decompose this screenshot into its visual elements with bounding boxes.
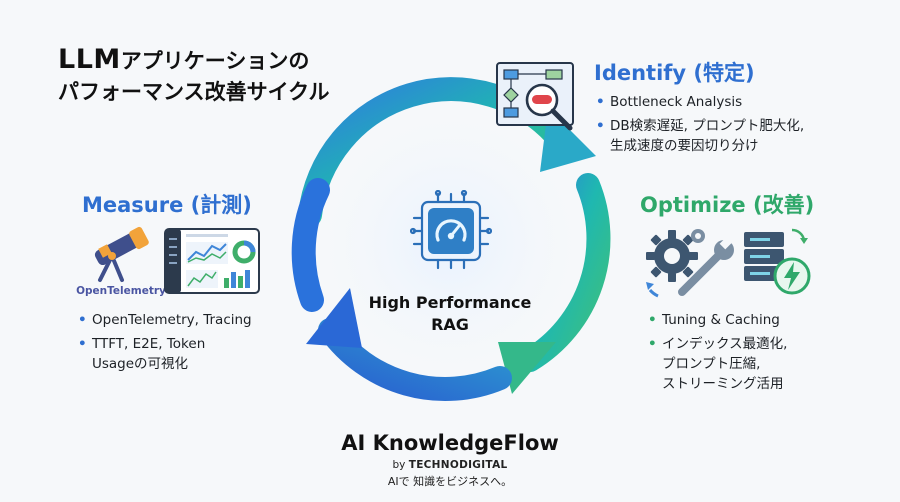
brand-tagline: AIで 知識をビジネスへ。 xyxy=(387,475,513,488)
brand-byline: by TECHNODIGITAL xyxy=(392,459,508,471)
chip-gauge-icon xyxy=(410,190,492,270)
measure-bullet: •TTFT, E2E, Token Usageの可視化 xyxy=(78,336,206,372)
measure-heading: Measure (計測) xyxy=(82,193,252,217)
center-label: High Performance RAG xyxy=(330,292,570,336)
identify-bullet: •DB検索遅延, プロンプト肥大化, 生成速度の要因切り分け xyxy=(596,118,805,154)
identify-bullets: •Bottleneck Analysis •DB検索遅延, プロンプト肥大化, … xyxy=(596,92,886,160)
measure-bullets: •OpenTelemetry, Tracing •TTFT, E2E, Toke… xyxy=(78,310,308,378)
opentelemetry-logo-text: OpenTelemetry xyxy=(76,285,166,297)
brand-company: TECHNODIGITAL xyxy=(408,459,508,471)
brand-footer: AI KnowledgeFlow by TECHNODIGITAL AIで 知識… xyxy=(250,430,650,489)
center-label-line2: RAG xyxy=(431,315,469,334)
dashboard-icon xyxy=(164,228,260,294)
brand-name: AI KnowledgeFlow xyxy=(341,431,559,455)
cycle-arrowhead-right xyxy=(498,342,556,394)
optimize-bullet: •Tuning & Caching xyxy=(648,312,780,328)
cycle-arc-left xyxy=(291,178,330,312)
center-label-line1: High Performance xyxy=(368,293,532,312)
identify-bullet: •Bottleneck Analysis xyxy=(596,94,743,110)
cycle-arrowhead-bottom xyxy=(306,288,362,348)
cycle-arc-bottom xyxy=(318,318,512,401)
flowchart-magnifier-icon xyxy=(496,62,574,131)
gear-wrench-icon xyxy=(646,229,734,298)
title-line1-rest: アプリケーションの xyxy=(120,49,310,73)
identify-heading: Identify (特定) xyxy=(594,61,755,85)
wrench-icon xyxy=(678,236,734,296)
optimize-bullet: •インデックス最適化, プロンプト圧縮, ストリーミング活用 xyxy=(648,336,788,392)
diagram-title: LLMアプリケーションの パフォーマンス改善サイクル xyxy=(58,44,378,108)
title-llm: LLM xyxy=(58,44,121,75)
telescope-icon xyxy=(94,226,149,282)
optimize-heading: Optimize (改善) xyxy=(640,193,815,217)
measure-bullet: •OpenTelemetry, Tracing xyxy=(78,312,252,328)
gear-icon xyxy=(646,229,705,282)
database-lightning-icon xyxy=(744,228,811,295)
title-line2: パフォーマンス改善サイクル xyxy=(58,80,330,104)
optimize-bullets: •Tuning & Caching •インデックス最適化, プロンプト圧縮, ス… xyxy=(648,310,878,398)
